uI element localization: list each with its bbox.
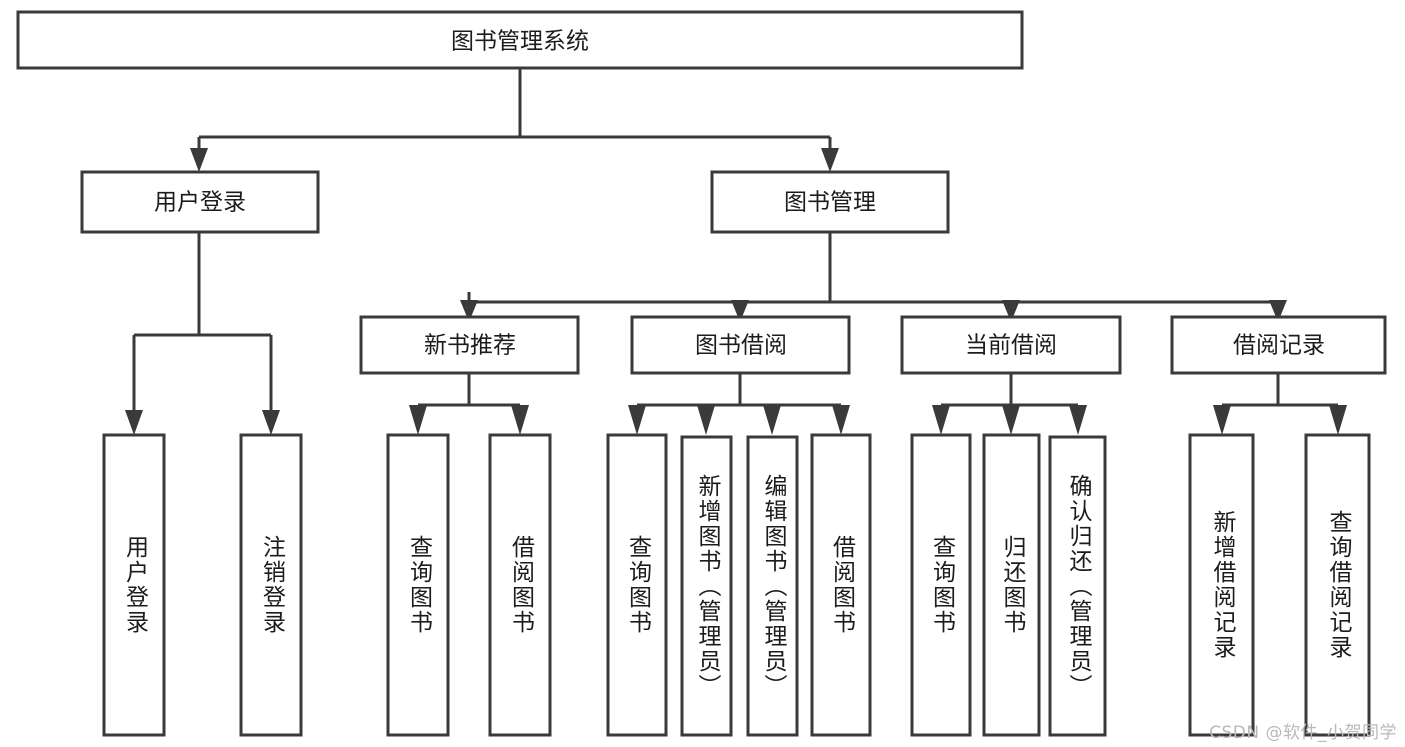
connector-group-new-book	[409, 373, 529, 435]
node-book-management-label: 图书管理	[784, 190, 876, 216]
node-new-book-recommend-label: 新书推荐	[424, 333, 516, 359]
connector-group-current-borrow	[932, 373, 1087, 435]
leaf-box-new-book-1[interactable]	[386, 433, 450, 737]
arrow-new-book-leaf2	[511, 405, 529, 435]
arrow-new-book-leaf1	[409, 405, 427, 435]
node-root-label: 图书管理系统	[451, 29, 589, 55]
node-user-login-box[interactable]	[80, 170, 320, 234]
connector-group-book-borrow	[628, 373, 850, 435]
node-user-login[interactable]: 用户登录	[80, 170, 320, 234]
node-borrow-records[interactable]: 借阅记录	[1170, 315, 1387, 375]
connector-group-user-login	[125, 232, 280, 435]
arrow-book-mgmt-to-new-book	[460, 300, 478, 322]
connector-group-root	[190, 68, 839, 172]
leaf-box-book-borrow-1[interactable]	[606, 433, 668, 737]
node-book-management[interactable]: 图书管理	[710, 170, 950, 234]
connector-group-borrow-records	[1213, 373, 1347, 435]
arrow-user-login-leaf2	[262, 410, 280, 435]
arrow-book-mgmt-to-current-borrow	[1002, 300, 1020, 322]
node-current-borrow-label: 当前借阅	[965, 333, 1057, 359]
node-book-borrow-box[interactable]	[630, 315, 851, 375]
connector-group-book-mgmt	[460, 232, 1287, 322]
arrow-book-borrow-leaf3	[763, 405, 781, 435]
arrow-current-borrow-leaf3	[1069, 405, 1087, 435]
leaf-box-book-borrow-3[interactable]	[746, 435, 799, 737]
node-book-borrow[interactable]: 图书借阅	[630, 315, 851, 375]
csdn-watermark: CSDN @软件_小贺同学	[1209, 723, 1397, 743]
leaf-box-current-borrow-3[interactable]	[1048, 435, 1107, 737]
node-current-borrow-box[interactable]	[900, 315, 1122, 375]
leaf-box-borrow-records-2[interactable]	[1304, 433, 1371, 737]
arrow-current-borrow-leaf1	[932, 405, 950, 435]
arrow-book-borrow-leaf4	[832, 405, 850, 435]
arrow-borrow-records-leaf1	[1213, 405, 1231, 435]
arrow-current-borrow-leaf2	[1002, 405, 1020, 435]
leaf-box-user-login-1[interactable]	[102, 433, 166, 737]
arrow-book-borrow-leaf1	[628, 405, 646, 435]
node-user-login-label: 用户登录	[154, 190, 246, 216]
node-borrow-records-label: 借阅记录	[1233, 333, 1325, 359]
node-borrow-records-box[interactable]	[1170, 315, 1387, 375]
leaf-box-borrow-records-1[interactable]	[1188, 433, 1255, 737]
arrow-root-to-book-mgmt	[821, 148, 839, 172]
arrow-borrow-records-leaf2	[1329, 405, 1347, 435]
leaf-box-book-borrow-4[interactable]	[810, 433, 872, 737]
node-root-box[interactable]	[16, 10, 1024, 70]
arrow-user-login-leaf1	[125, 410, 143, 435]
node-current-borrow[interactable]: 当前借阅	[900, 315, 1122, 375]
leaf-box-new-book-2[interactable]	[488, 433, 552, 737]
arrow-book-borrow-leaf2	[697, 405, 715, 435]
node-book-management-box[interactable]	[710, 170, 950, 234]
node-root[interactable]: 图书管理系统	[16, 10, 1024, 70]
node-book-borrow-label: 图书借阅	[695, 333, 787, 359]
arrow-root-to-user-login	[190, 148, 208, 172]
leaf-box-current-borrow-1[interactable]	[910, 433, 972, 737]
arrow-book-mgmt-to-borrow-records	[1269, 300, 1287, 322]
arrow-book-mgmt-to-book-borrow	[731, 300, 749, 322]
leaf-box-book-borrow-2[interactable]	[680, 435, 733, 737]
leaf-box-user-login-2[interactable]	[239, 433, 303, 737]
node-new-book-recommend[interactable]: 新书推荐	[359, 315, 580, 375]
leaf-box-current-borrow-2[interactable]	[982, 433, 1041, 737]
node-new-book-recommend-box[interactable]	[359, 315, 580, 375]
